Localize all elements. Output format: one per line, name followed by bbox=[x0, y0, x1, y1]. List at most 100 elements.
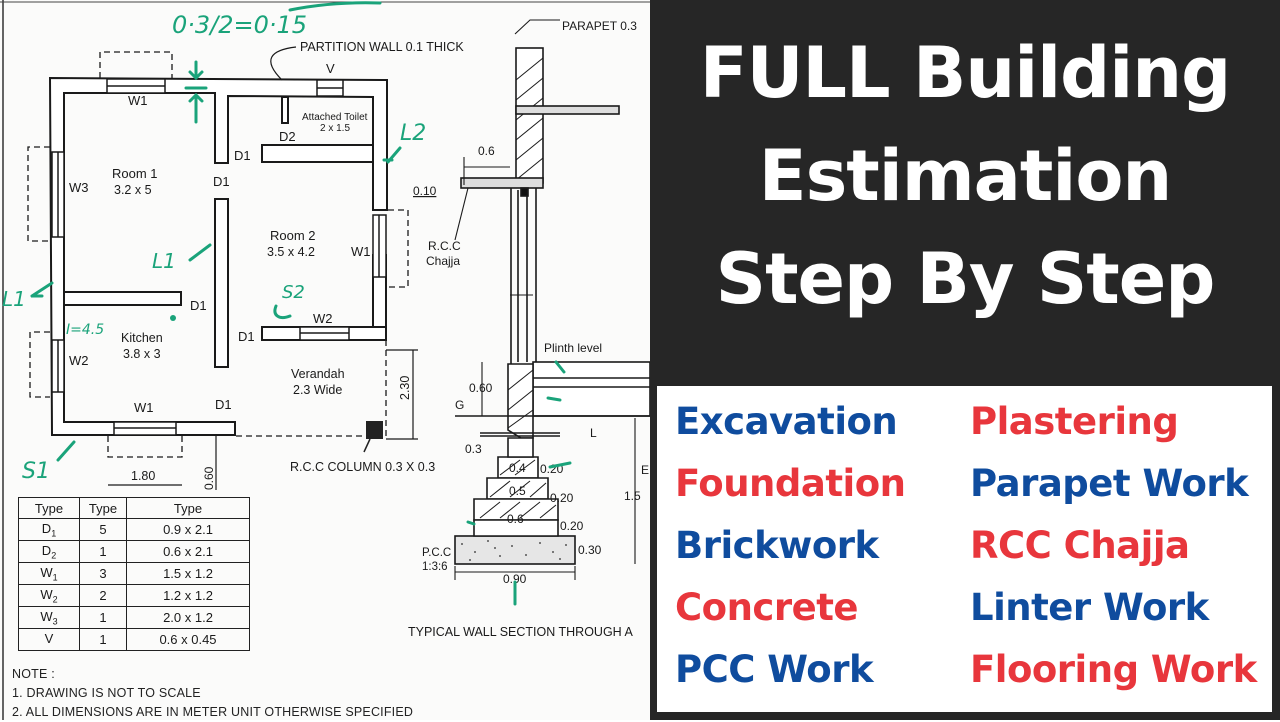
schedule-type: W bbox=[40, 564, 53, 580]
topic-plastering: Plastering bbox=[970, 400, 1179, 443]
schedule-row: V 1 0.6 x 0.45 bbox=[18, 628, 250, 651]
handwritten-l1-a: L1 bbox=[152, 249, 176, 273]
schedule-row: W2 2 1.2 x 1.2 bbox=[18, 584, 250, 607]
handwritten-i: I=4.5 bbox=[66, 322, 104, 338]
schedule-count: 2 bbox=[79, 584, 127, 607]
label-d1-bottom: D1 bbox=[215, 397, 232, 412]
handwritten-formula: 0·3/2=0·15 bbox=[172, 11, 307, 39]
label-d1-kitchen: D1 bbox=[190, 298, 207, 313]
dim-1-80: 1.80 bbox=[131, 469, 155, 483]
floor-plan-and-section: PARTITION WALL 0.1 THICK V Attached Toil… bbox=[0, 0, 652, 720]
partition-wall-label: PARTITION WALL 0.1 THICK bbox=[300, 40, 464, 54]
door-window-schedule: Type Type Type D1 5 0.9 x 2.1 D2 1 0.6 x… bbox=[18, 497, 250, 651]
handwritten-s1: S1 bbox=[22, 459, 50, 484]
step-0-6: 0.6 bbox=[507, 512, 524, 526]
label-d1-a: D1 bbox=[234, 148, 251, 163]
engineering-drawing: PARTITION WALL 0.1 THICK V Attached Toil… bbox=[0, 0, 652, 720]
label-d1-verandah: D1 bbox=[238, 329, 255, 344]
topic-pcc-work: PCC Work bbox=[675, 648, 874, 691]
schedule-size: 2.0 x 1.2 bbox=[126, 606, 250, 629]
schedule-sub: 3 bbox=[52, 616, 58, 627]
schedule-count: 5 bbox=[79, 518, 127, 541]
dim-0-60: 0.60 bbox=[469, 381, 493, 395]
schedule-size: 1.2 x 1.2 bbox=[126, 584, 250, 607]
step-0-4: 0.4 bbox=[509, 461, 526, 475]
topic-excavation: Excavation bbox=[675, 400, 898, 443]
note-line-2: 2. ALL DIMENSIONS ARE IN METER UNIT OTHE… bbox=[12, 705, 414, 719]
title-line-3: Step By Step bbox=[715, 238, 1216, 320]
schedule-type: D bbox=[41, 542, 52, 558]
label-d1-b: D1 bbox=[213, 174, 230, 189]
topic-linter-work: Linter Work bbox=[970, 586, 1209, 629]
handwritten-l1-b: L1 bbox=[2, 287, 26, 311]
toilet-size: 2 x 1.5 bbox=[320, 123, 350, 134]
verandah-size: 2.3 Wide bbox=[293, 383, 342, 397]
pcc-ratio: 1:3:6 bbox=[422, 561, 448, 573]
label-w1-bottom: W1 bbox=[134, 400, 154, 415]
pcc-label: P.C.C bbox=[422, 547, 451, 559]
note-heading: NOTE : bbox=[12, 667, 55, 681]
rise-3: 0.20 bbox=[560, 519, 584, 533]
schedule-header-size: Type bbox=[126, 497, 250, 519]
label-w3: W3 bbox=[69, 180, 89, 195]
label-w1-top: W1 bbox=[128, 93, 148, 108]
schedule-header-count: Type bbox=[79, 497, 127, 519]
schedule-count: 1 bbox=[79, 540, 127, 563]
handwritten-l2: L2 bbox=[400, 121, 426, 146]
toilet-label: Attached Toilet bbox=[302, 112, 368, 123]
handwritten-s2: S2 bbox=[282, 282, 305, 303]
dim-0-60-plan: 0.60 bbox=[202, 466, 216, 490]
note-line-1: 1. DRAWING IS NOT TO SCALE bbox=[12, 686, 201, 700]
topic-brickwork: Brickwork bbox=[675, 524, 879, 567]
rcc-column-label: R.C.C COLUMN 0.3 X 0.3 bbox=[290, 460, 435, 474]
pcc-thk: 0.30 bbox=[578, 543, 602, 557]
schedule-size: 0.9 x 2.1 bbox=[126, 518, 250, 541]
room1-label: Room 1 bbox=[112, 166, 158, 181]
step-0-5: 0.5 bbox=[509, 484, 526, 498]
handwritten-annotations: 0·3/2=0·15 L2 L1 L1 S2 S1 I=4.5 bbox=[2, 1, 572, 606]
schedule-sub: 1 bbox=[52, 572, 58, 583]
dim-chajja-thk: 0.10 bbox=[413, 184, 437, 198]
schedule-count: 3 bbox=[79, 562, 127, 585]
main-title: FULL Building Estimation Step By Step bbox=[650, 22, 1280, 331]
schedule-size: 1.5 x 1.2 bbox=[126, 562, 250, 585]
room2-size: 3.5 x 4.2 bbox=[267, 245, 315, 259]
title-line-1: FULL Building bbox=[699, 32, 1231, 114]
label-w2-room2: W2 bbox=[313, 311, 333, 326]
schedule-type: V bbox=[44, 630, 54, 646]
parapet-label: PARAPET 0.3 bbox=[562, 19, 637, 33]
schedule-size: 0.6 x 0.45 bbox=[126, 628, 250, 651]
topic-concrete: Concrete bbox=[675, 586, 858, 629]
label-w2-kitchen: W2 bbox=[69, 353, 89, 368]
topic-foundation: Foundation bbox=[675, 462, 906, 505]
topic-parapet-work: Parapet Work bbox=[970, 462, 1249, 505]
ventilator-label: V bbox=[326, 61, 335, 76]
kitchen-label: Kitchen bbox=[121, 331, 163, 345]
schedule-sub: 2 bbox=[51, 550, 57, 561]
schedule-row: D2 1 0.6 x 2.1 bbox=[18, 540, 250, 563]
plinth-level-label: Plinth level bbox=[544, 341, 602, 355]
schedule-header-type: Type bbox=[18, 497, 80, 519]
ground-g-label: G bbox=[455, 398, 464, 412]
title-line-2: Estimation bbox=[758, 135, 1173, 217]
schedule-row: W1 3 1.5 x 1.2 bbox=[18, 562, 250, 585]
dim-chajja-width: 0.6 bbox=[478, 144, 495, 158]
label-d2: D2 bbox=[279, 129, 296, 144]
rcc-column bbox=[366, 421, 383, 439]
schedule-sub: 1 bbox=[51, 528, 57, 539]
schedule-count: 1 bbox=[79, 628, 127, 651]
schedule-type: W bbox=[40, 608, 53, 624]
section-title: TYPICAL WALL SECTION THROUGH A bbox=[408, 625, 633, 639]
dim-0-3: 0.3 bbox=[465, 442, 482, 456]
dim-depth-1-5: 1.5 bbox=[624, 489, 641, 503]
schedule-type: W bbox=[40, 586, 53, 602]
kitchen-size: 3.8 x 3 bbox=[123, 347, 161, 361]
dim-2-30: 2.30 bbox=[398, 376, 412, 400]
wall-section bbox=[454, 47, 651, 565]
rise-2: 0.20 bbox=[550, 491, 574, 505]
schedule-row: W3 1 2.0 x 1.2 bbox=[18, 606, 250, 629]
schedule-count: 1 bbox=[79, 606, 127, 629]
topic-flooring-work: Flooring Work bbox=[970, 648, 1257, 691]
schedule-sub: 2 bbox=[52, 594, 58, 605]
schedule-type: D bbox=[41, 520, 52, 536]
